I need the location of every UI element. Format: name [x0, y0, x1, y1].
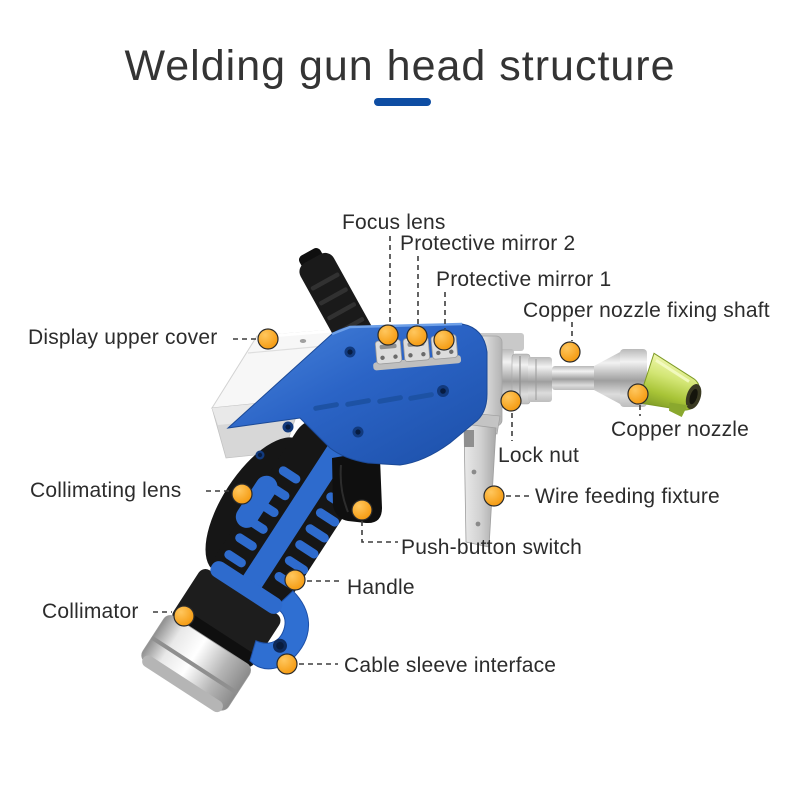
leader-push-button-switch: [361, 521, 398, 543]
marker-dot-focus-lens: [377, 324, 399, 346]
label-cable-sleeve-interface: Cable sleeve interface: [344, 654, 557, 677]
marker-dot-handle: [284, 569, 306, 591]
body-screw-holes: [255, 346, 449, 460]
copper-nozzle-part: [637, 352, 702, 417]
label-focus-lens: Focus lens: [342, 211, 446, 234]
label-display-upper-cover: Display upper cover: [28, 326, 218, 349]
label-copper-nozzle: Copper nozzle: [611, 418, 750, 441]
label-collimator: Collimator: [42, 600, 139, 623]
marker-dot-wire-feeding-fixture: [483, 485, 505, 507]
label-wire-feeding-fixture: Wire feeding fixture: [535, 485, 720, 508]
label-collimating-lens: Collimating lens: [30, 479, 182, 502]
label-handle: Handle: [347, 576, 415, 599]
marker-dot-collimator: [173, 605, 195, 627]
lock-nut-part: [496, 349, 552, 408]
marker-dot-copper-nozzle: [627, 383, 649, 405]
marker-dot-protective-mirror-1: [433, 329, 455, 351]
collimator-part: [141, 569, 281, 713]
title-underline: [374, 98, 431, 106]
marker-dot-copper-nozzle-fixing-shaft: [559, 341, 581, 363]
cable-sleeve-part: [249, 590, 310, 670]
marker-dot-lock-nut: [500, 390, 522, 412]
wire-feeding-fixture-part: [461, 411, 501, 548]
marker-dot-push-button-switch: [351, 499, 373, 521]
marker-dot-cable-sleeve-interface: [276, 653, 298, 675]
page-title: Welding gun head structure: [124, 42, 676, 90]
label-lock-nut: Lock nut: [498, 444, 579, 467]
marker-dot-collimating-lens: [231, 483, 253, 505]
fixing-shaft: [552, 366, 600, 390]
label-copper-nozzle-fixing-shaft: Copper nozzle fixing shaft: [523, 299, 770, 322]
marker-dot-display-upper-cover: [257, 328, 279, 350]
marker-dot-protective-mirror-2: [406, 325, 428, 347]
label-protective-mirror-2: Protective mirror 2: [400, 232, 576, 255]
label-push-button-switch: Push-button switch: [401, 536, 583, 559]
label-protective-mirror-1: Protective mirror 1: [436, 268, 612, 291]
focus-lens-plate: [374, 339, 403, 365]
